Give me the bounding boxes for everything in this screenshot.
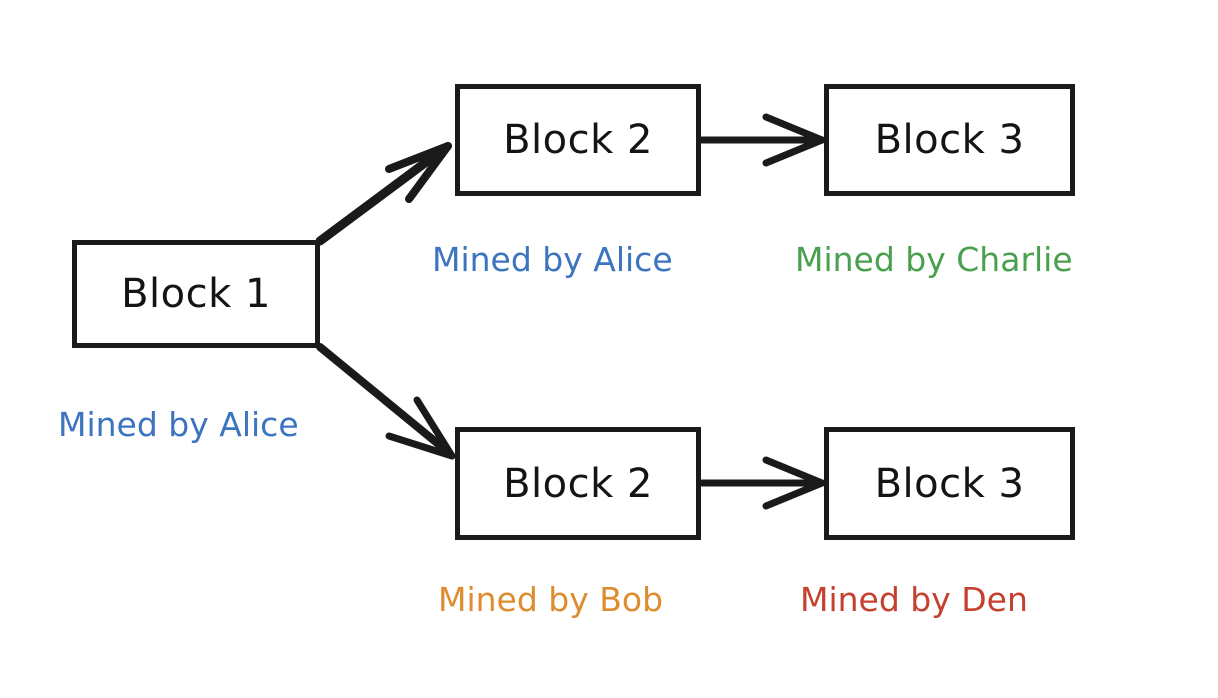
block-label: Block 3	[874, 117, 1025, 163]
block-node-block1[interactable]: Block 1	[72, 240, 320, 348]
arrow-fork-up	[315, 142, 452, 246]
arrow-top-chain	[698, 113, 826, 167]
block-label: Block 1	[121, 271, 271, 317]
arrow-bottom-chain	[698, 456, 826, 510]
miner-label-block3-bottom: Mined by Den	[800, 580, 1028, 619]
block-label: Block 2	[503, 117, 653, 163]
block-label: Block 2	[503, 460, 653, 507]
block-node-block3-bottom[interactable]: Block 3	[824, 427, 1075, 540]
block-node-block3-top[interactable]: Block 3	[824, 84, 1075, 196]
block-node-block2-bottom[interactable]: Block 2	[455, 427, 701, 540]
arrow-fork-down	[316, 343, 456, 460]
miner-label-block2-bottom: Mined by Bob	[438, 580, 664, 619]
miner-label-block2-top: Mined by Alice	[432, 240, 673, 279]
miner-label-block1: Mined by Alice	[58, 405, 299, 444]
miner-label-block3-top: Mined by Charlie	[795, 240, 1073, 279]
block-label: Block 3	[874, 460, 1025, 507]
block-node-block2-top[interactable]: Block 2	[455, 84, 701, 196]
